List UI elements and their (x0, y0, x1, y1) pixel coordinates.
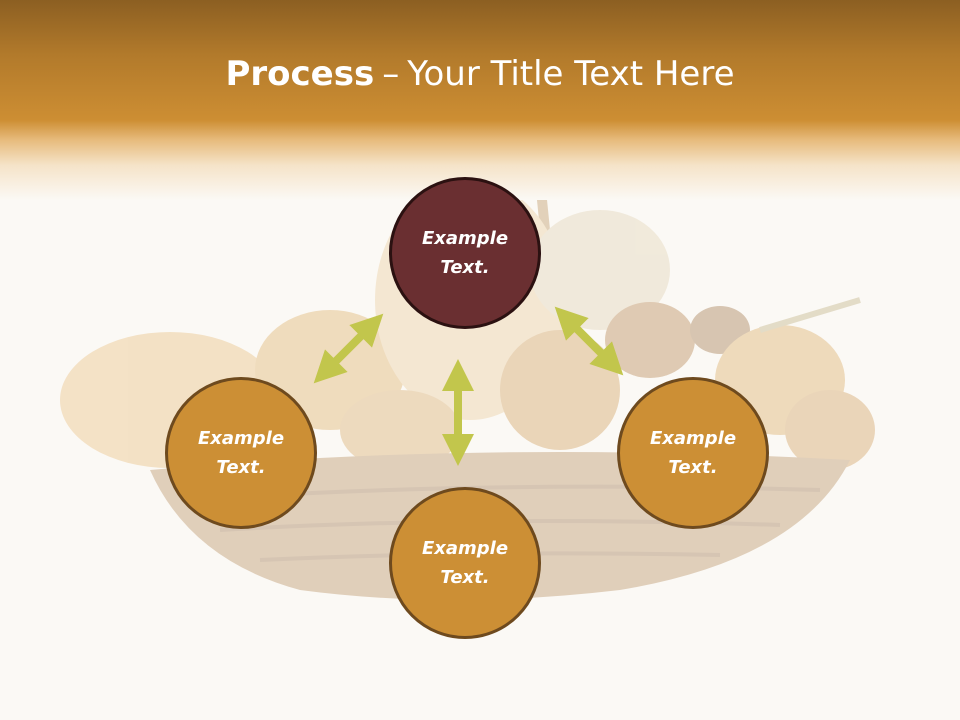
process-node-left[interactable]: Example Text. (165, 377, 317, 529)
node-label: Example Text. (421, 228, 509, 278)
title-dash: – (382, 54, 400, 94)
slide-title: Process–Your Title Text Here (0, 52, 960, 96)
node-label: Example Text. (649, 428, 737, 478)
process-node-right[interactable]: Example Text. (617, 377, 769, 529)
title-bold: Process (225, 54, 375, 94)
node-label: Example Text. (421, 538, 509, 588)
process-node-top[interactable]: Example Text. (389, 177, 541, 329)
node-label: Example Text. (197, 428, 285, 478)
title-rest: Your Title Text Here (407, 54, 735, 94)
process-node-bottom[interactable]: Example Text. (389, 487, 541, 639)
header-band (0, 0, 960, 200)
